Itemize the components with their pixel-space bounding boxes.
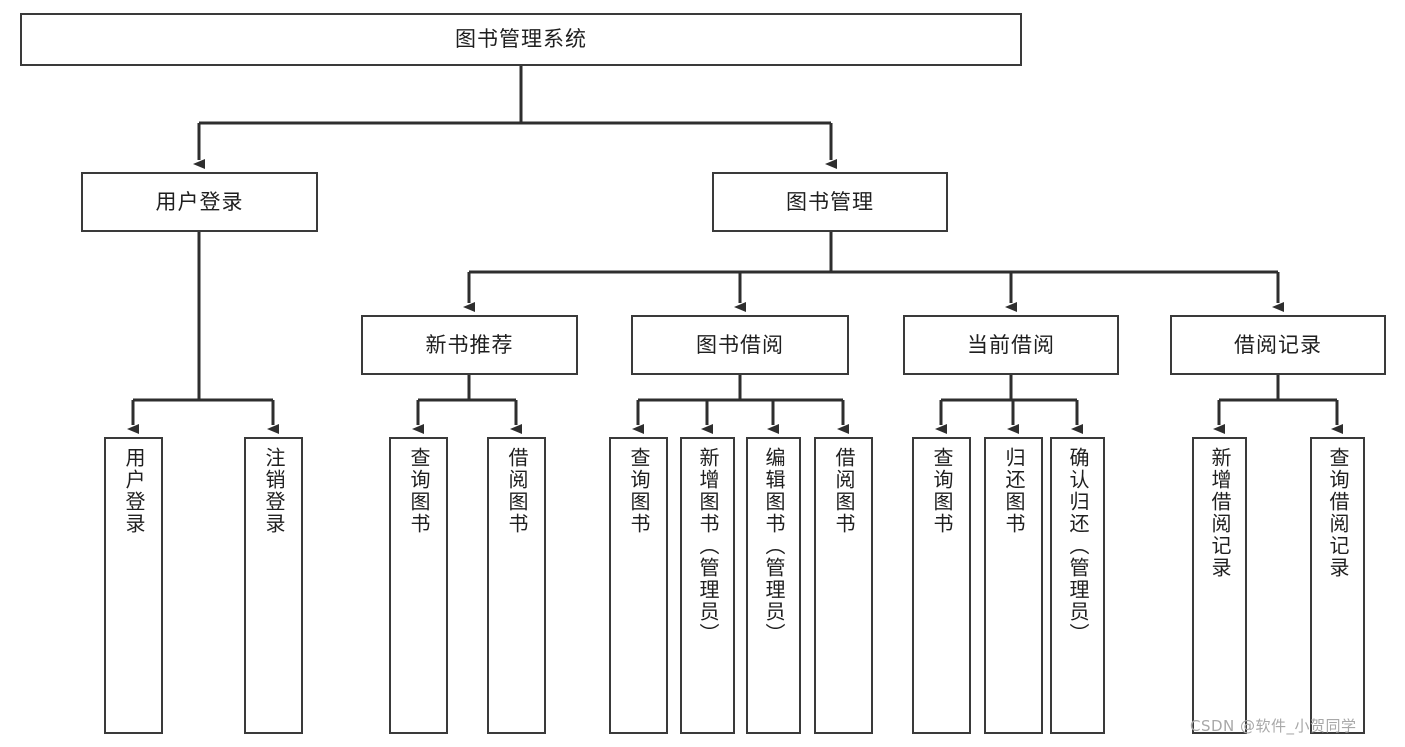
leaf-borrow-book-recommend[interactable]: 借阅图书 [487, 437, 546, 734]
leaf-user-login-label: 用户登录 [122, 447, 146, 535]
node-borrow-record[interactable]: 借阅记录 [1170, 315, 1386, 375]
leaf-edit-book-admin[interactable]: 编辑图书（管理员） [746, 437, 801, 734]
leaf-add-book-admin[interactable]: 新增图书（管理员） [680, 437, 735, 734]
leaf-logout-login[interactable]: 注销登录 [244, 437, 303, 734]
leaf-logout-login-label: 注销登录 [262, 447, 286, 535]
node-book-management-label: 图书管理 [786, 189, 874, 214]
leaf-query-book-recommend-label: 查询图书 [407, 447, 431, 535]
leaf-query-borrow-record-label: 查询借阅记录 [1326, 447, 1350, 579]
leaf-query-book-current-label: 查询图书 [930, 447, 954, 535]
node-current-borrow[interactable]: 当前借阅 [903, 315, 1119, 375]
leaf-borrow-book-recommend-label: 借阅图书 [505, 447, 529, 535]
leaf-borrow-book-label: 借阅图书 [832, 447, 856, 535]
leaf-return-book-label: 归还图书 [1002, 447, 1026, 535]
leaf-query-book-recommend[interactable]: 查询图书 [389, 437, 448, 734]
node-new-book-recommend[interactable]: 新书推荐 [361, 315, 578, 375]
node-new-book-recommend-label: 新书推荐 [425, 332, 514, 357]
leaf-add-book-admin-label: 新增图书（管理员） [696, 447, 720, 645]
node-borrow-record-label: 借阅记录 [1234, 332, 1322, 357]
leaf-query-book-borrow-label: 查询图书 [627, 447, 651, 535]
leaf-query-borrow-record[interactable]: 查询借阅记录 [1310, 437, 1365, 734]
leaf-edit-book-admin-label: 编辑图书（管理员） [762, 447, 786, 645]
leaf-add-borrow-record[interactable]: 新增借阅记录 [1192, 437, 1247, 734]
leaf-borrow-book[interactable]: 借阅图书 [814, 437, 873, 734]
leaf-return-book[interactable]: 归还图书 [984, 437, 1043, 734]
leaf-user-login[interactable]: 用户登录 [104, 437, 163, 734]
watermark: CSDN @软件_小贺同学 [1190, 717, 1357, 735]
node-root[interactable]: 图书管理系统 [20, 13, 1022, 66]
leaf-confirm-return-admin-label: 确认归还（管理员） [1066, 447, 1090, 645]
node-book-borrow[interactable]: 图书借阅 [631, 315, 849, 375]
node-user-login[interactable]: 用户登录 [81, 172, 318, 232]
node-book-borrow-label: 图书借阅 [696, 332, 784, 357]
leaf-query-book-current[interactable]: 查询图书 [912, 437, 971, 734]
node-book-management[interactable]: 图书管理 [712, 172, 948, 232]
leaf-confirm-return-admin[interactable]: 确认归还（管理员） [1050, 437, 1105, 734]
leaf-add-borrow-record-label: 新增借阅记录 [1208, 447, 1232, 579]
leaf-query-book-borrow[interactable]: 查询图书 [609, 437, 668, 734]
node-root-label: 图书管理系统 [455, 27, 587, 52]
node-user-login-label: 用户登录 [155, 189, 244, 214]
node-current-borrow-label: 当前借阅 [967, 332, 1055, 357]
